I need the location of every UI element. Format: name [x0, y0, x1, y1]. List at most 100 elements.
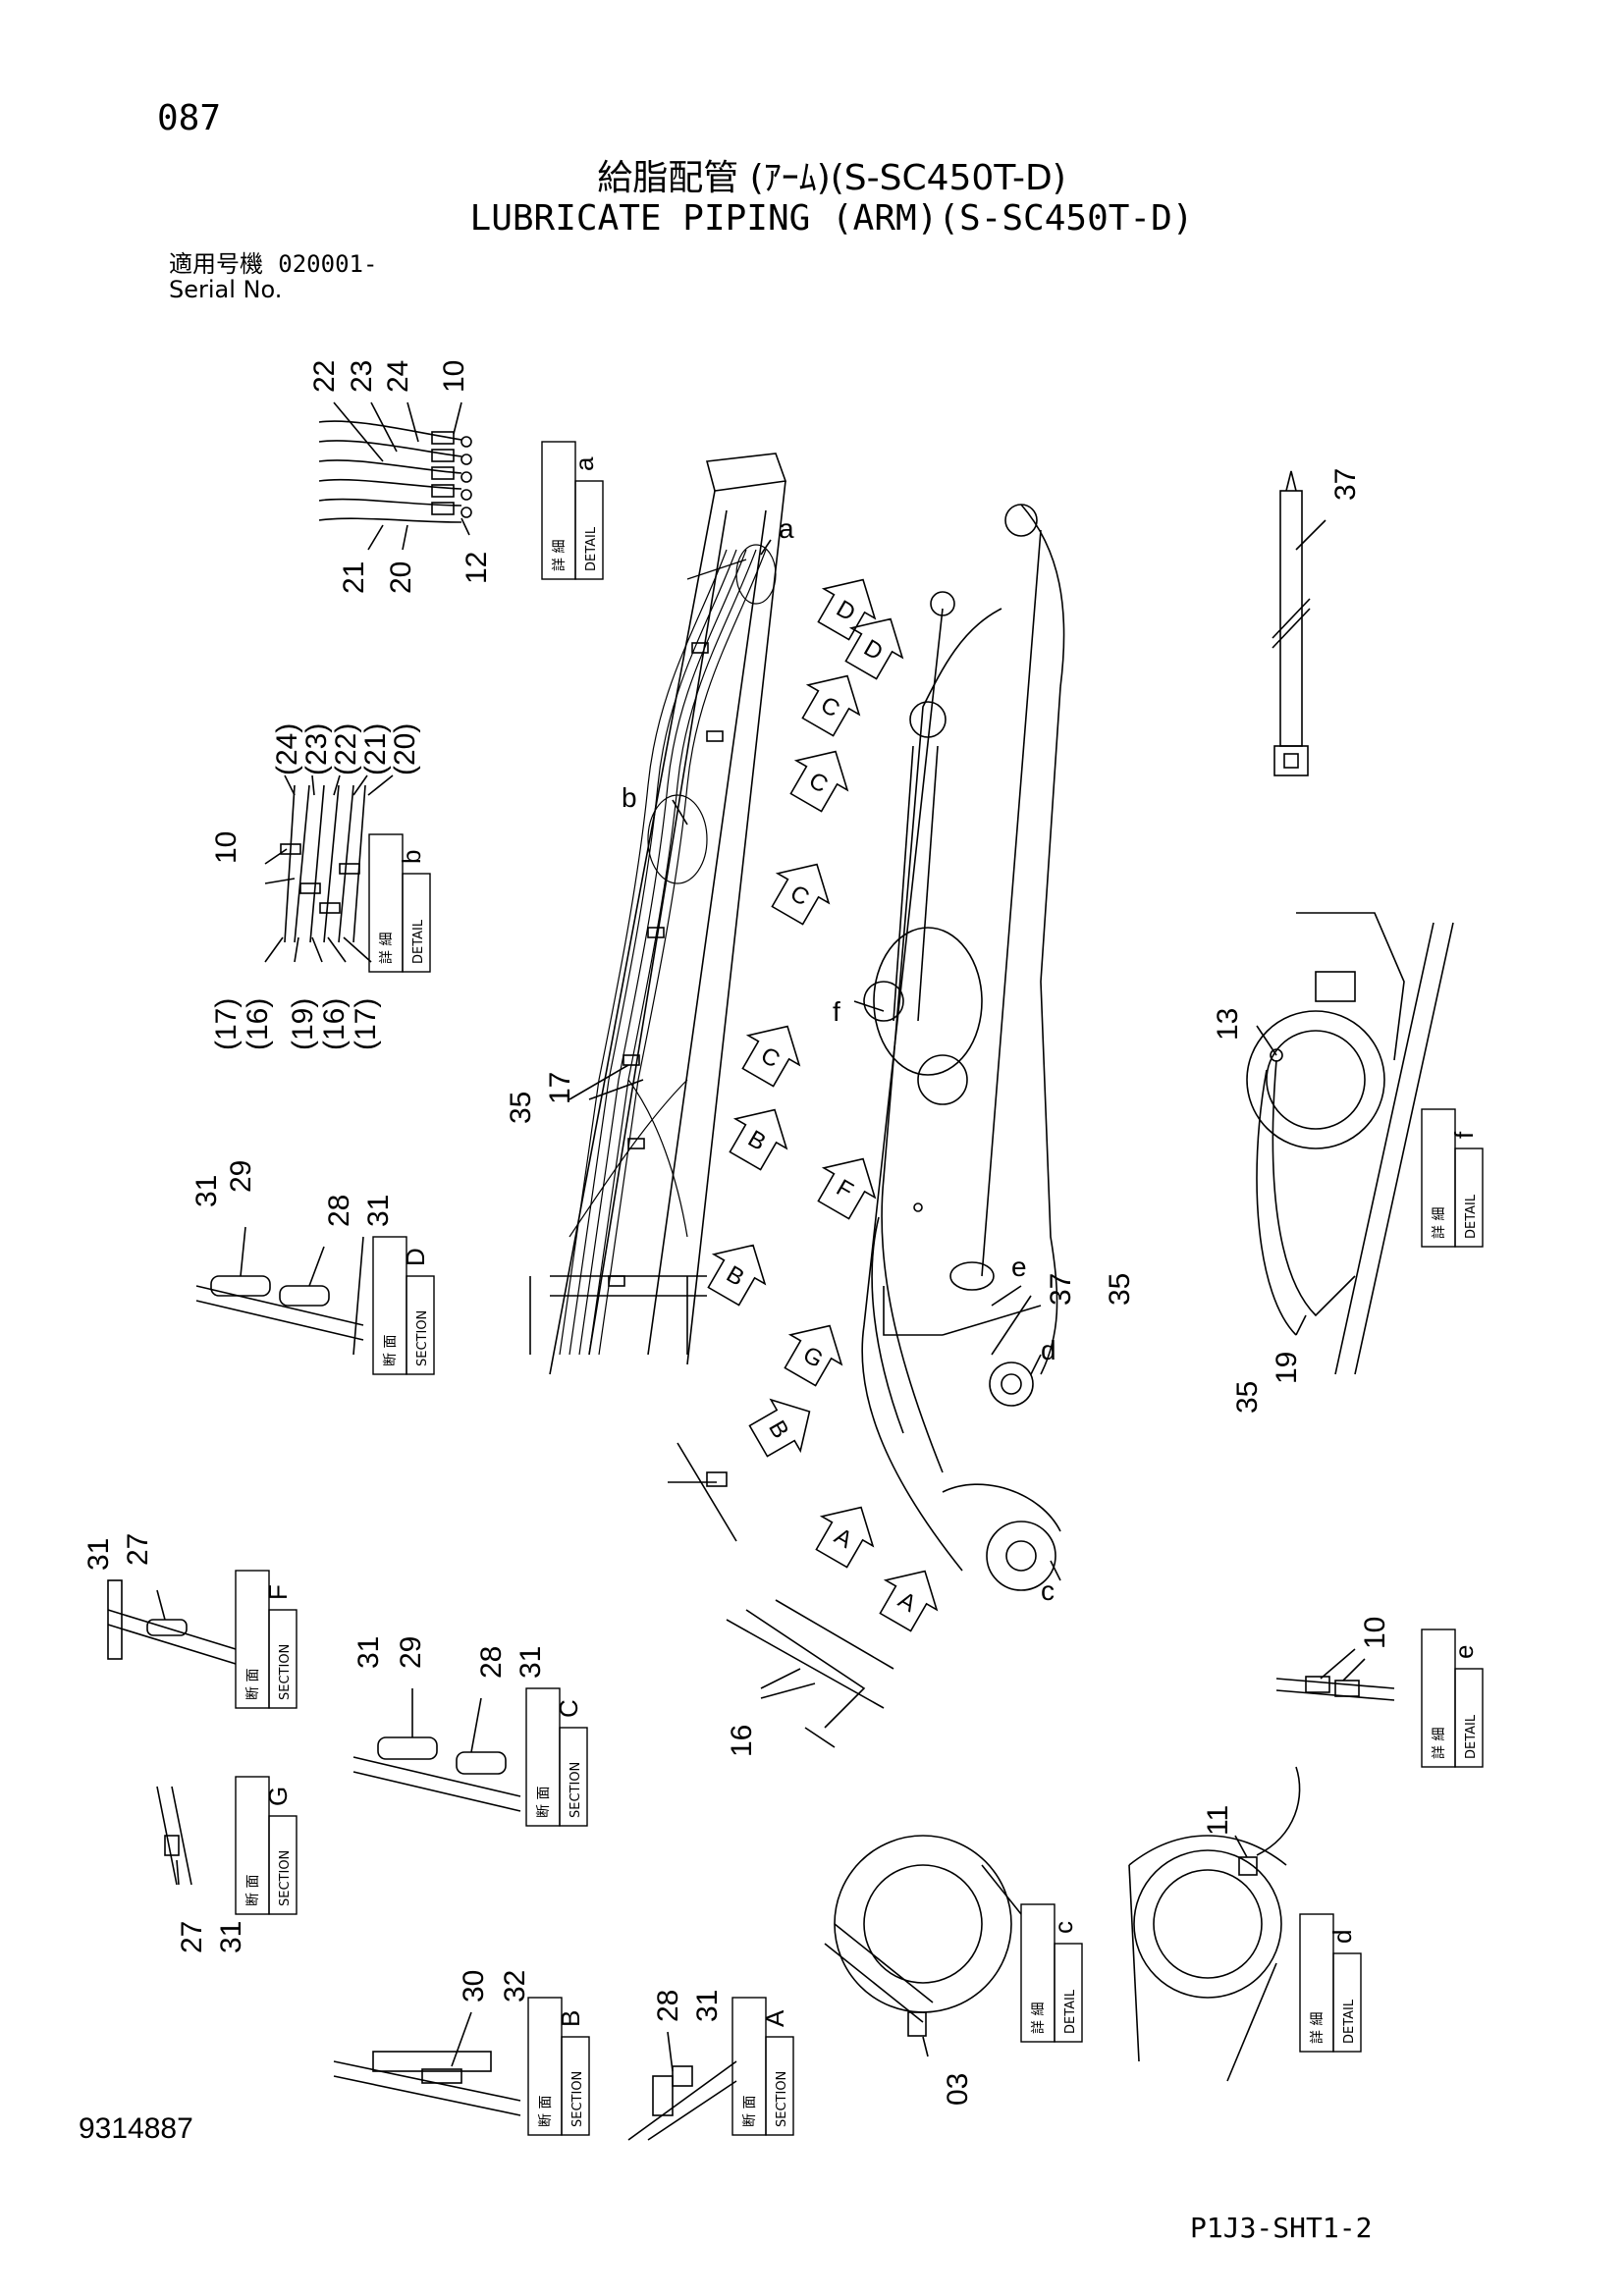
- svg-text:(23): (23): [300, 723, 333, 775]
- callout-detail-e: 10: [1359, 1617, 1391, 1649]
- svg-text:29: 29: [395, 1636, 427, 1669]
- section-arrow: C: [741, 1025, 801, 1088]
- section-c-jp: 断 面: [536, 1787, 552, 1818]
- svg-text:B: B: [743, 1125, 770, 1155]
- detail-box-d: 詳 細 DETAIL d: [1299, 1913, 1362, 2053]
- svg-text:C: C: [804, 767, 833, 798]
- detail-b-en: DETAIL: [411, 919, 426, 964]
- section-a-letter: A: [760, 2009, 789, 2027]
- svg-text:13: 13: [1212, 1008, 1244, 1041]
- svg-text:23: 23: [346, 360, 378, 393]
- callouts-section-a: 28 31: [652, 1990, 724, 2022]
- section-b-letter: B: [556, 2010, 585, 2027]
- svg-text:20: 20: [385, 561, 417, 594]
- section-arrow: B: [729, 1108, 788, 1171]
- detail-a-letter: a: [569, 456, 599, 471]
- drawing-number: 9314887: [79, 2112, 193, 2145]
- detail-e-letter: e: [1449, 1645, 1479, 1659]
- detail-d-en: DETAIL: [1342, 1999, 1357, 2044]
- detail-f-en: DETAIL: [1464, 1194, 1479, 1239]
- callouts-37-35: 37 35: [1045, 1273, 1136, 1306]
- svg-text:31: 31: [514, 1646, 547, 1679]
- svg-text:F: F: [832, 1174, 857, 1204]
- svg-text:31: 31: [82, 1538, 115, 1571]
- detail-b-jp: 詳 細: [379, 933, 395, 964]
- svg-text:(16): (16): [318, 998, 351, 1050]
- section-arrow: C: [789, 750, 849, 813]
- svg-text:21: 21: [338, 561, 370, 594]
- svg-text:22: 22: [308, 360, 341, 393]
- serial-label-jp: 適用号機: [169, 250, 263, 278]
- detail-c-en: DETAIL: [1063, 1989, 1078, 2034]
- svg-text:31: 31: [691, 1990, 724, 2022]
- svg-text:A: A: [893, 1586, 920, 1617]
- detail-f-jp: 詳 細: [1432, 1207, 1447, 1239]
- callout-16: 16: [726, 1725, 758, 1757]
- detail-d-drawing: [1128, 1766, 1301, 2082]
- svg-text:(24): (24): [271, 723, 303, 775]
- svg-text:(17): (17): [210, 998, 243, 1050]
- section-c-letter: C: [554, 1699, 583, 1718]
- section-a-en: SECTION: [775, 2071, 789, 2127]
- detail-a-en: DETAIL: [584, 526, 599, 571]
- callouts-35-17: 35 17: [505, 1072, 576, 1124]
- svg-text:27: 27: [176, 1921, 208, 1953]
- section-arrow: C: [801, 674, 861, 737]
- section-arrow: B: [707, 1244, 767, 1307]
- svg-text:12: 12: [460, 552, 493, 584]
- svg-text:35: 35: [505, 1092, 537, 1124]
- svg-text:24: 24: [382, 360, 414, 393]
- svg-text:(17): (17): [350, 998, 382, 1050]
- detail-a-jp: 詳 細: [552, 540, 568, 571]
- svg-text:B: B: [763, 1416, 793, 1443]
- detail-box-a: 詳 細 DETAIL a: [541, 441, 604, 580]
- arm-beam-left: [529, 453, 787, 1375]
- svg-text:C: C: [756, 1041, 785, 1073]
- view-marker-d: d: [1041, 1335, 1056, 1365]
- section-c-en: SECTION: [568, 1762, 583, 1818]
- svg-text:35: 35: [1104, 1273, 1136, 1306]
- section-f-jp: 断 面: [245, 1669, 261, 1700]
- page-number: 087: [157, 98, 222, 138]
- detail-box-f: 詳 細 DETAIL f: [1421, 1108, 1484, 1248]
- detail-c-jp: 詳 細: [1031, 2002, 1047, 2034]
- svg-text:10: 10: [438, 360, 470, 393]
- callouts-section-d: 31 29 28 31: [190, 1160, 395, 1227]
- detail-b-drawing: [280, 784, 366, 943]
- part-16-drawing: [726, 1599, 894, 1748]
- svg-text:(22): (22): [330, 723, 362, 775]
- section-box-b: 断 面 SECTION B: [527, 1997, 590, 2136]
- section-f-letter: F: [263, 1584, 293, 1600]
- section-b-drawing: [333, 2051, 521, 2116]
- serial-block: 適用号機 020001- Serial No.: [169, 251, 377, 302]
- callout-detail-c: 03: [942, 2073, 974, 2106]
- view-marker-f: f: [833, 996, 840, 1027]
- detail-a-drawing: [318, 420, 472, 523]
- detail-e-en: DETAIL: [1464, 1714, 1479, 1759]
- svg-text:(21): (21): [359, 723, 392, 775]
- detail-e-drawing: [1275, 1676, 1395, 1701]
- svg-text:B: B: [722, 1260, 748, 1291]
- callouts-detail-b: (24) (23) (22) (21) (20) 10 (17) (16) (1…: [210, 723, 421, 1050]
- sheet-id: P1J3-SHT1-2: [1190, 2212, 1373, 2244]
- section-d-letter: D: [401, 1248, 430, 1266]
- svg-text:31: 31: [352, 1636, 385, 1669]
- callouts-detail-a: 22 23 24 10 21 20 12: [308, 360, 493, 594]
- detail-e-jp: 詳 細: [1432, 1728, 1447, 1759]
- hose-bundle: [559, 544, 777, 1356]
- svg-text:35: 35: [1231, 1381, 1264, 1414]
- detail-box-c: 詳 細 DETAIL c: [1020, 1903, 1083, 2043]
- svg-text:D: D: [859, 634, 888, 666]
- section-g-letter: G: [263, 1787, 293, 1806]
- section-arrow: G: [784, 1324, 843, 1387]
- title-japanese: 給脂配管 (ｱｰﾑ)(S-SC450T-D): [597, 158, 1066, 198]
- section-box-d: 断 面 SECTION D: [372, 1236, 435, 1375]
- section-c-drawing: [352, 1736, 521, 1812]
- section-a-jp: 断 面: [742, 2096, 758, 2127]
- serial-value: 020001-: [278, 250, 378, 278]
- title-english: LUBRICATE PIPING (ARM)(S-SC450T-D): [469, 198, 1194, 239]
- section-d-jp: 断 面: [383, 1335, 399, 1366]
- arm-body-right: [861, 504, 1065, 1591]
- callouts-section-b: 30 32: [458, 1970, 531, 2002]
